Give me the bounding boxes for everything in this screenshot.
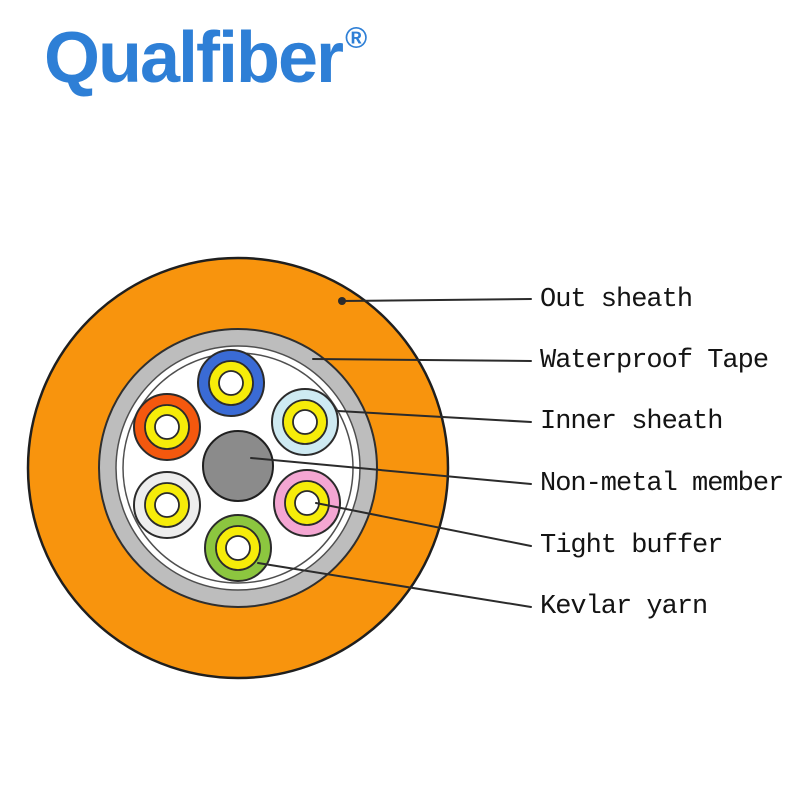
label-out-sheath: Out sheath <box>540 285 692 315</box>
leader-line-waterproof-tape <box>312 358 532 362</box>
tight-buffer-white-fiber-core <box>154 492 180 518</box>
leader-line-inner-sheath <box>337 410 532 423</box>
tight-buffer-green-fiber-core <box>225 535 251 561</box>
label-tight-buffer: Tight buffer <box>540 531 722 561</box>
registered-trademark-icon: ® <box>345 22 368 55</box>
tight-buffer-orange-fiber-core <box>154 414 180 440</box>
label-waterproof-tape: Waterproof Tape <box>540 346 768 376</box>
label-inner-sheath: Inner sheath <box>540 407 722 437</box>
leader-line-non-metal-member <box>250 457 532 485</box>
tight-buffer-cyan-fiber-core <box>292 409 318 435</box>
tight-buffer-blue-fiber-core <box>218 370 244 396</box>
leader-line-tight-buffer <box>315 502 532 547</box>
leader-dot-out-sheath <box>338 297 346 305</box>
brand-logo-text: Qualfiber <box>44 18 344 98</box>
label-kevlar-yarn: Kevlar yarn <box>540 592 707 622</box>
non-metal-member-circle <box>202 430 274 502</box>
label-non-metal-member: Non-metal member <box>540 469 783 499</box>
leader-line-kevlar-yarn <box>257 562 532 608</box>
leader-line-out-sheath <box>340 298 532 302</box>
brand-logo: Qualfiber® <box>44 22 367 94</box>
